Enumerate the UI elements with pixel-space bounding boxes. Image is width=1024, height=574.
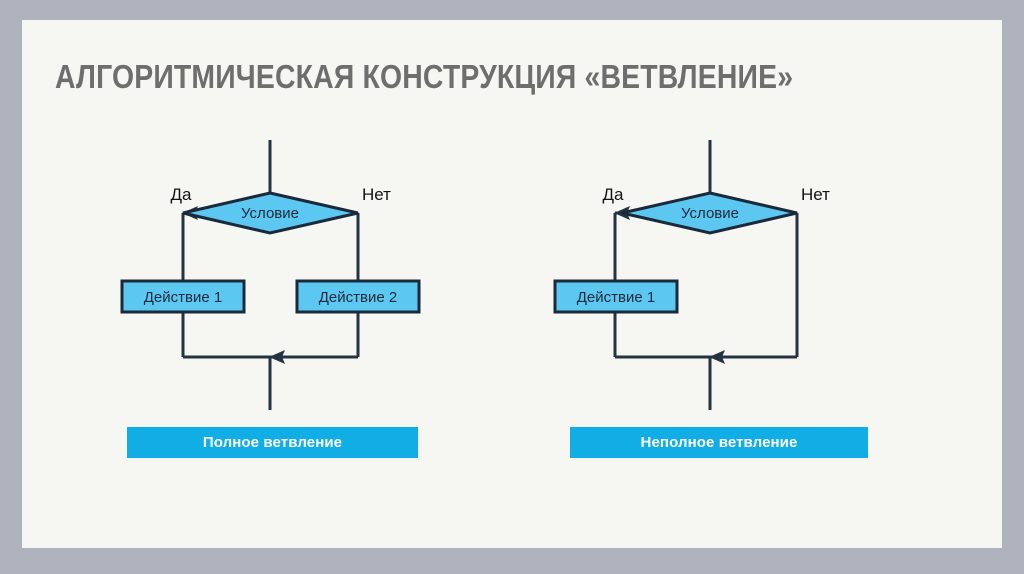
decision-diamond: [182, 191, 359, 235]
yes-branch-label: Да: [171, 185, 193, 204]
caption-full-branching: Полное ветвление: [127, 427, 418, 458]
no-branch-label: Нет: [801, 185, 830, 204]
decision-label: Условие: [681, 205, 739, 222]
yes-branch-label: Да: [603, 185, 625, 204]
flowchart-partial-branching: Условие Да Нет Действие 1: [553, 140, 830, 410]
decision-diamond: [621, 191, 798, 235]
caption-partial-branching: Неполное ветвление: [570, 427, 868, 458]
action-box-2: [295, 279, 421, 314]
arrowhead-yes: [614, 206, 630, 220]
arrowhead-merge: [709, 350, 725, 364]
no-branch-label: Нет: [362, 185, 391, 204]
page-title: АЛГОРИТМИЧЕСКАЯ КОНСТРУКЦИЯ «ВЕТВЛЕНИЕ»: [55, 58, 794, 95]
arrowhead-merge: [269, 350, 285, 364]
action-box-1: [553, 279, 679, 314]
slide-canvas: АЛГОРИТМИЧЕСКАЯ КОНСТРУКЦИЯ «ВЕТВЛЕНИЕ»: [22, 20, 1002, 548]
action-box-1: [120, 279, 246, 314]
decision-label: Условие: [241, 205, 299, 222]
flowchart-full-branching: Условие Да Нет Действие 1 Действие 2: [120, 140, 421, 410]
action-box-1-label: Действие 1: [144, 289, 222, 306]
arrowhead-yes: [182, 206, 198, 220]
action-box-2-label: Действие 2: [319, 289, 397, 306]
action-box-1-label: Действие 1: [577, 289, 655, 306]
